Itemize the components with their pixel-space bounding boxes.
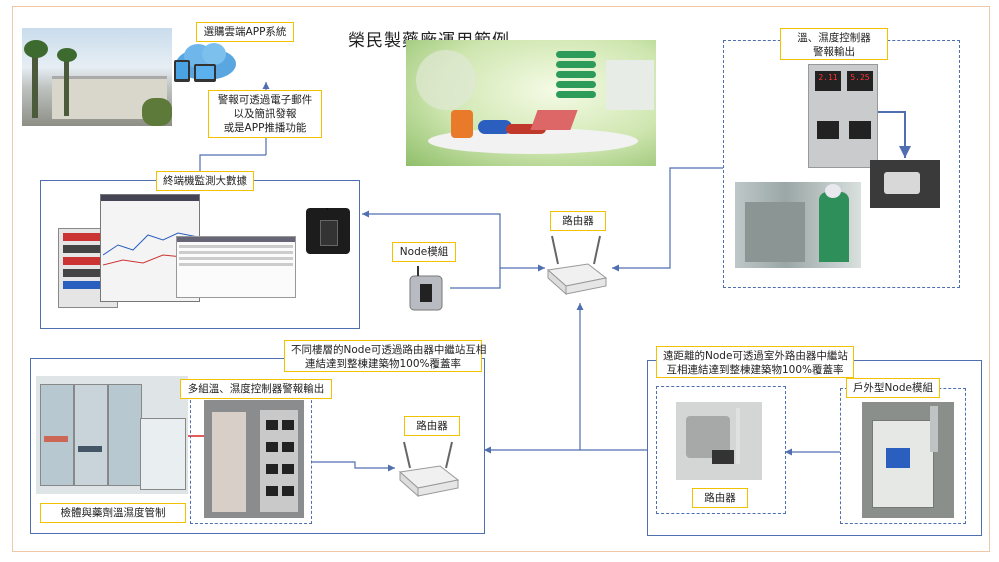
panel-readout-2: 5.25 bbox=[847, 71, 873, 85]
controller-panel-image: 2.11 5.25 bbox=[808, 64, 878, 168]
storage-fridge-image bbox=[36, 376, 188, 494]
router-top-label: 路由器 bbox=[550, 211, 606, 231]
remote-label: 遠距離的Node可透過室外路由器中繼站 互相連結達到整棟建築物100%覆蓋率 bbox=[656, 346, 854, 378]
temp-controller-label: 溫、濕度控制器 警報輸出 bbox=[780, 28, 888, 60]
floors-line-2: 連結達到整棟建築物100%覆蓋率 bbox=[291, 357, 475, 371]
alert-line-1: 警報可透過電子郵件 bbox=[215, 93, 315, 107]
temp-ctrl-line-1: 溫、濕度控制器 bbox=[787, 31, 881, 45]
multi-controller-image bbox=[204, 400, 304, 518]
controller-detail-image bbox=[870, 160, 940, 208]
outdoor-node-image bbox=[862, 402, 954, 518]
remote-line-2: 互相連結達到整棟建築物100%覆蓋率 bbox=[663, 363, 847, 377]
remote-line-1: 遠距離的Node可透過室外路由器中繼站 bbox=[663, 349, 847, 363]
floors-label: 不同樓層的Node可透過路由器中繼站互相 連結達到整棟建築物100%覆蓋率 bbox=[284, 340, 482, 372]
factory-building-image bbox=[22, 28, 172, 126]
temp-ctrl-line-2: 警報輸出 bbox=[787, 45, 881, 59]
line-node-to-router bbox=[450, 268, 545, 288]
monitor-screen-table bbox=[176, 236, 296, 298]
multi-controller-label: 多組溫、濕度控制器警報輸出 bbox=[180, 379, 332, 399]
monitor-device-image bbox=[306, 208, 350, 254]
storage-label: 檢體與藥劑溫濕度管制 bbox=[40, 503, 186, 523]
alert-line-3: 或是APP推播功能 bbox=[215, 121, 315, 135]
node-module-image bbox=[404, 266, 448, 312]
pharma-image bbox=[406, 40, 656, 166]
alert-line-2: 以及簡訊發報 bbox=[215, 107, 315, 121]
router-mid-label: 路由器 bbox=[404, 416, 460, 436]
outdoor-node-label: 戶外型Node模組 bbox=[846, 378, 940, 398]
cloud-app-label: 選購雲端APP系統 bbox=[196, 22, 294, 42]
lab-worker-image bbox=[735, 182, 861, 268]
floors-line-1: 不同樓層的Node可透過路由器中繼站互相 bbox=[291, 343, 475, 357]
panel-readout-1: 2.11 bbox=[815, 71, 841, 85]
line-rightbox-to-router bbox=[612, 168, 723, 268]
node-module-label: Node模組 bbox=[392, 242, 456, 262]
alert-label: 警報可透過電子郵件 以及簡訊發報 或是APP推播功能 bbox=[208, 90, 322, 138]
router-right-label: 路由器 bbox=[692, 488, 748, 508]
outdoor-router-image bbox=[676, 402, 762, 480]
terminal-label: 終端機監測大數據 bbox=[156, 171, 254, 191]
router-mid-image bbox=[396, 440, 462, 500]
router-top-image bbox=[544, 234, 610, 300]
